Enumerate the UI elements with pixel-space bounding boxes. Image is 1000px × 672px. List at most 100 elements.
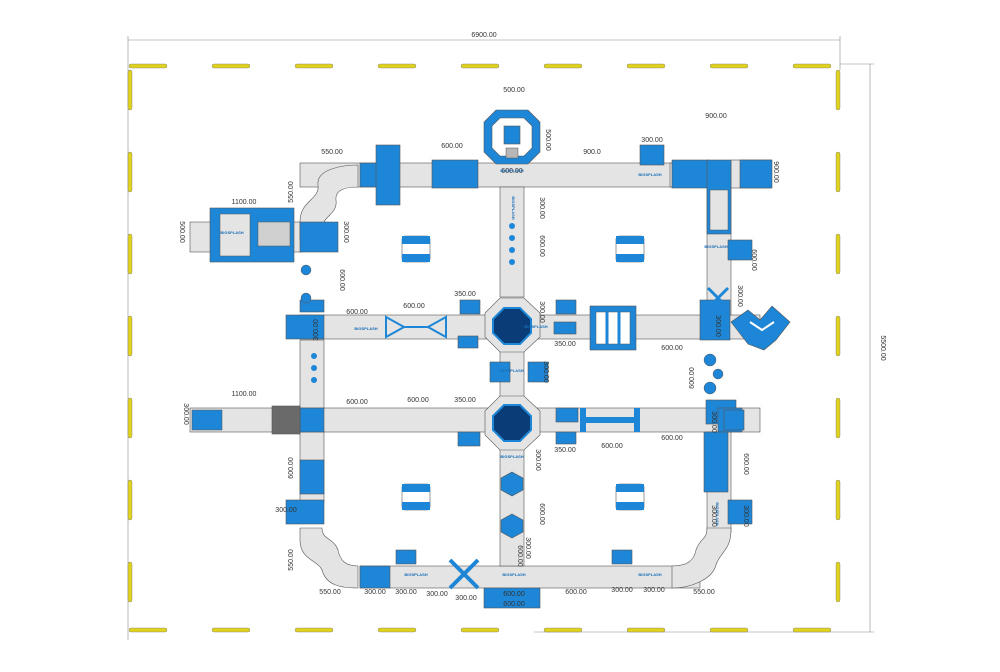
dim-left-10: 550.00 <box>288 549 295 571</box>
connector-block-15 <box>555 431 577 445</box>
buoy-right-6 <box>835 561 841 603</box>
brand-logo-4: BIGSPLASH <box>220 230 243 235</box>
connector-block-29 <box>299 459 325 495</box>
buoy-right-3 <box>835 315 841 357</box>
buoy-right-2 <box>835 233 841 275</box>
connector-block-19 <box>527 361 549 383</box>
connector-block-25 <box>611 549 633 565</box>
dim-right-2: 600.00 <box>742 453 749 475</box>
dim-top-1: 600.00 <box>441 143 463 150</box>
dim-center-upper-0: 300.00 <box>538 197 545 219</box>
dim-right-0: 600.00 <box>750 249 757 271</box>
buoy-bottom-2 <box>294 627 334 633</box>
connector-block-8 <box>457 335 479 349</box>
connector-block-7 <box>459 299 481 315</box>
buoy-bottom-5 <box>543 627 583 633</box>
stepping-stones <box>300 223 515 383</box>
dim-top-4: 600.00 <box>501 168 523 175</box>
connector-block-9 <box>555 299 577 315</box>
barrel-4 <box>615 483 645 511</box>
dim-left-5: 600.00 <box>346 309 368 316</box>
walkway-center-lower <box>499 439 525 567</box>
dim-center-upper-1: 600.00 <box>538 235 545 257</box>
dim-center-lower-9: 300.00 <box>524 537 531 559</box>
buoy-left-3 <box>127 315 133 357</box>
stepping-stone-1 <box>509 235 515 241</box>
dim-center-upper-6: 600.00 <box>661 345 683 352</box>
connector-block-24 <box>395 549 417 565</box>
dim-right-3: 600.00 <box>516 545 523 567</box>
brand-logo-2: BIGSPLASH <box>638 172 661 177</box>
dim-top-2: 500.00 <box>503 87 525 94</box>
stepping-stone-5 <box>311 365 317 371</box>
dim-top-7: 900.00 <box>705 113 727 120</box>
buoy-top-4 <box>460 63 500 69</box>
dim-left-2: 1100.00 <box>232 199 257 206</box>
trampoline-upper-center <box>484 297 541 353</box>
dim-bottom-1: 300.00 <box>364 589 386 596</box>
tower-top-right <box>671 159 732 235</box>
dim-bottom-9: 550.00 <box>693 589 715 596</box>
connector-block-22 <box>723 409 745 431</box>
buoy-left-1 <box>127 151 133 193</box>
dim-center-lower-6: 600.00 <box>661 435 683 442</box>
dim-center-lower-8: 600.00 <box>538 503 545 525</box>
dim-top-0: 550.00 <box>321 149 343 156</box>
boundary-buoys <box>127 63 841 633</box>
buoy-bottom-0 <box>128 627 168 633</box>
slide-lower-left <box>191 405 301 435</box>
stepping-stone-0 <box>509 223 515 229</box>
buoy-left-0 <box>127 69 133 111</box>
buoy-top-5 <box>543 63 583 69</box>
connector-block-2 <box>431 159 479 189</box>
curved-walkway-top-left <box>299 164 359 241</box>
connector-block-12 <box>299 407 325 433</box>
climbing-tower-top-center <box>483 109 541 165</box>
spinning-wheels-right <box>703 353 724 395</box>
dim-top-8: 900.00 <box>772 161 779 183</box>
dim-left-3: 500.00 <box>178 221 185 243</box>
barrel-1 <box>401 235 431 263</box>
dim-right-1: 300.00 <box>736 285 743 307</box>
dim-right-5: 300.00 <box>742 505 749 527</box>
connector-block-3 <box>639 144 665 166</box>
connector-block-14 <box>555 407 579 423</box>
buoy-bottom-1 <box>211 627 251 633</box>
x-climber-bottom <box>448 558 480 590</box>
dim-center-upper-3: 350.00 <box>454 291 476 298</box>
dimension-labels: 550.00600.00500.00500.00600.00900.0300.0… <box>178 87 779 608</box>
buoy-left-4 <box>127 397 133 439</box>
buoy-top-0 <box>128 63 168 69</box>
hexagon-climber-1 <box>500 471 524 497</box>
buoy-top-6 <box>626 63 666 69</box>
trampoline-lower-center <box>484 395 541 451</box>
buoy-bottom-7 <box>709 627 749 633</box>
buoy-right-1 <box>835 151 841 193</box>
dim-center-lower-10: 600.00 <box>503 601 525 608</box>
brand-logo-9: BIGSPLASH <box>502 572 525 577</box>
dim-center-lower-3: 300.00 <box>710 411 717 433</box>
stepping-stone-4 <box>311 353 317 359</box>
brand-logo-11: BIGSPLASH <box>715 502 720 525</box>
dim-right-4: 300.00 <box>710 505 717 527</box>
stepping-stone-6 <box>311 377 317 383</box>
connector-block-28 <box>703 431 729 493</box>
dim-center-upper-7: 300.00 <box>714 315 721 337</box>
walkway-center-upper <box>499 186 525 298</box>
dim-left-9: 300.00 <box>275 507 297 514</box>
dim-center-lower-5: 600.00 <box>601 443 623 450</box>
brand-logo-0: BIGSPLASH <box>500 168 523 173</box>
dim-left-1: 300.00 <box>342 221 349 243</box>
balance-beam-bridge <box>580 408 640 432</box>
connector-block-5 <box>285 314 325 340</box>
connector-block-1 <box>375 144 401 206</box>
buoy-left-6 <box>127 561 133 603</box>
connector-block-26 <box>359 565 391 589</box>
brand-logo-8: BIGSPLASH <box>404 572 427 577</box>
buoy-bottom-3 <box>377 627 417 633</box>
slide-upper-left <box>209 207 295 263</box>
dim-center-upper-9: 300.00 <box>542 361 549 383</box>
buoy-top-7 <box>709 63 749 69</box>
dim-bottom-0: 550.00 <box>319 589 341 596</box>
